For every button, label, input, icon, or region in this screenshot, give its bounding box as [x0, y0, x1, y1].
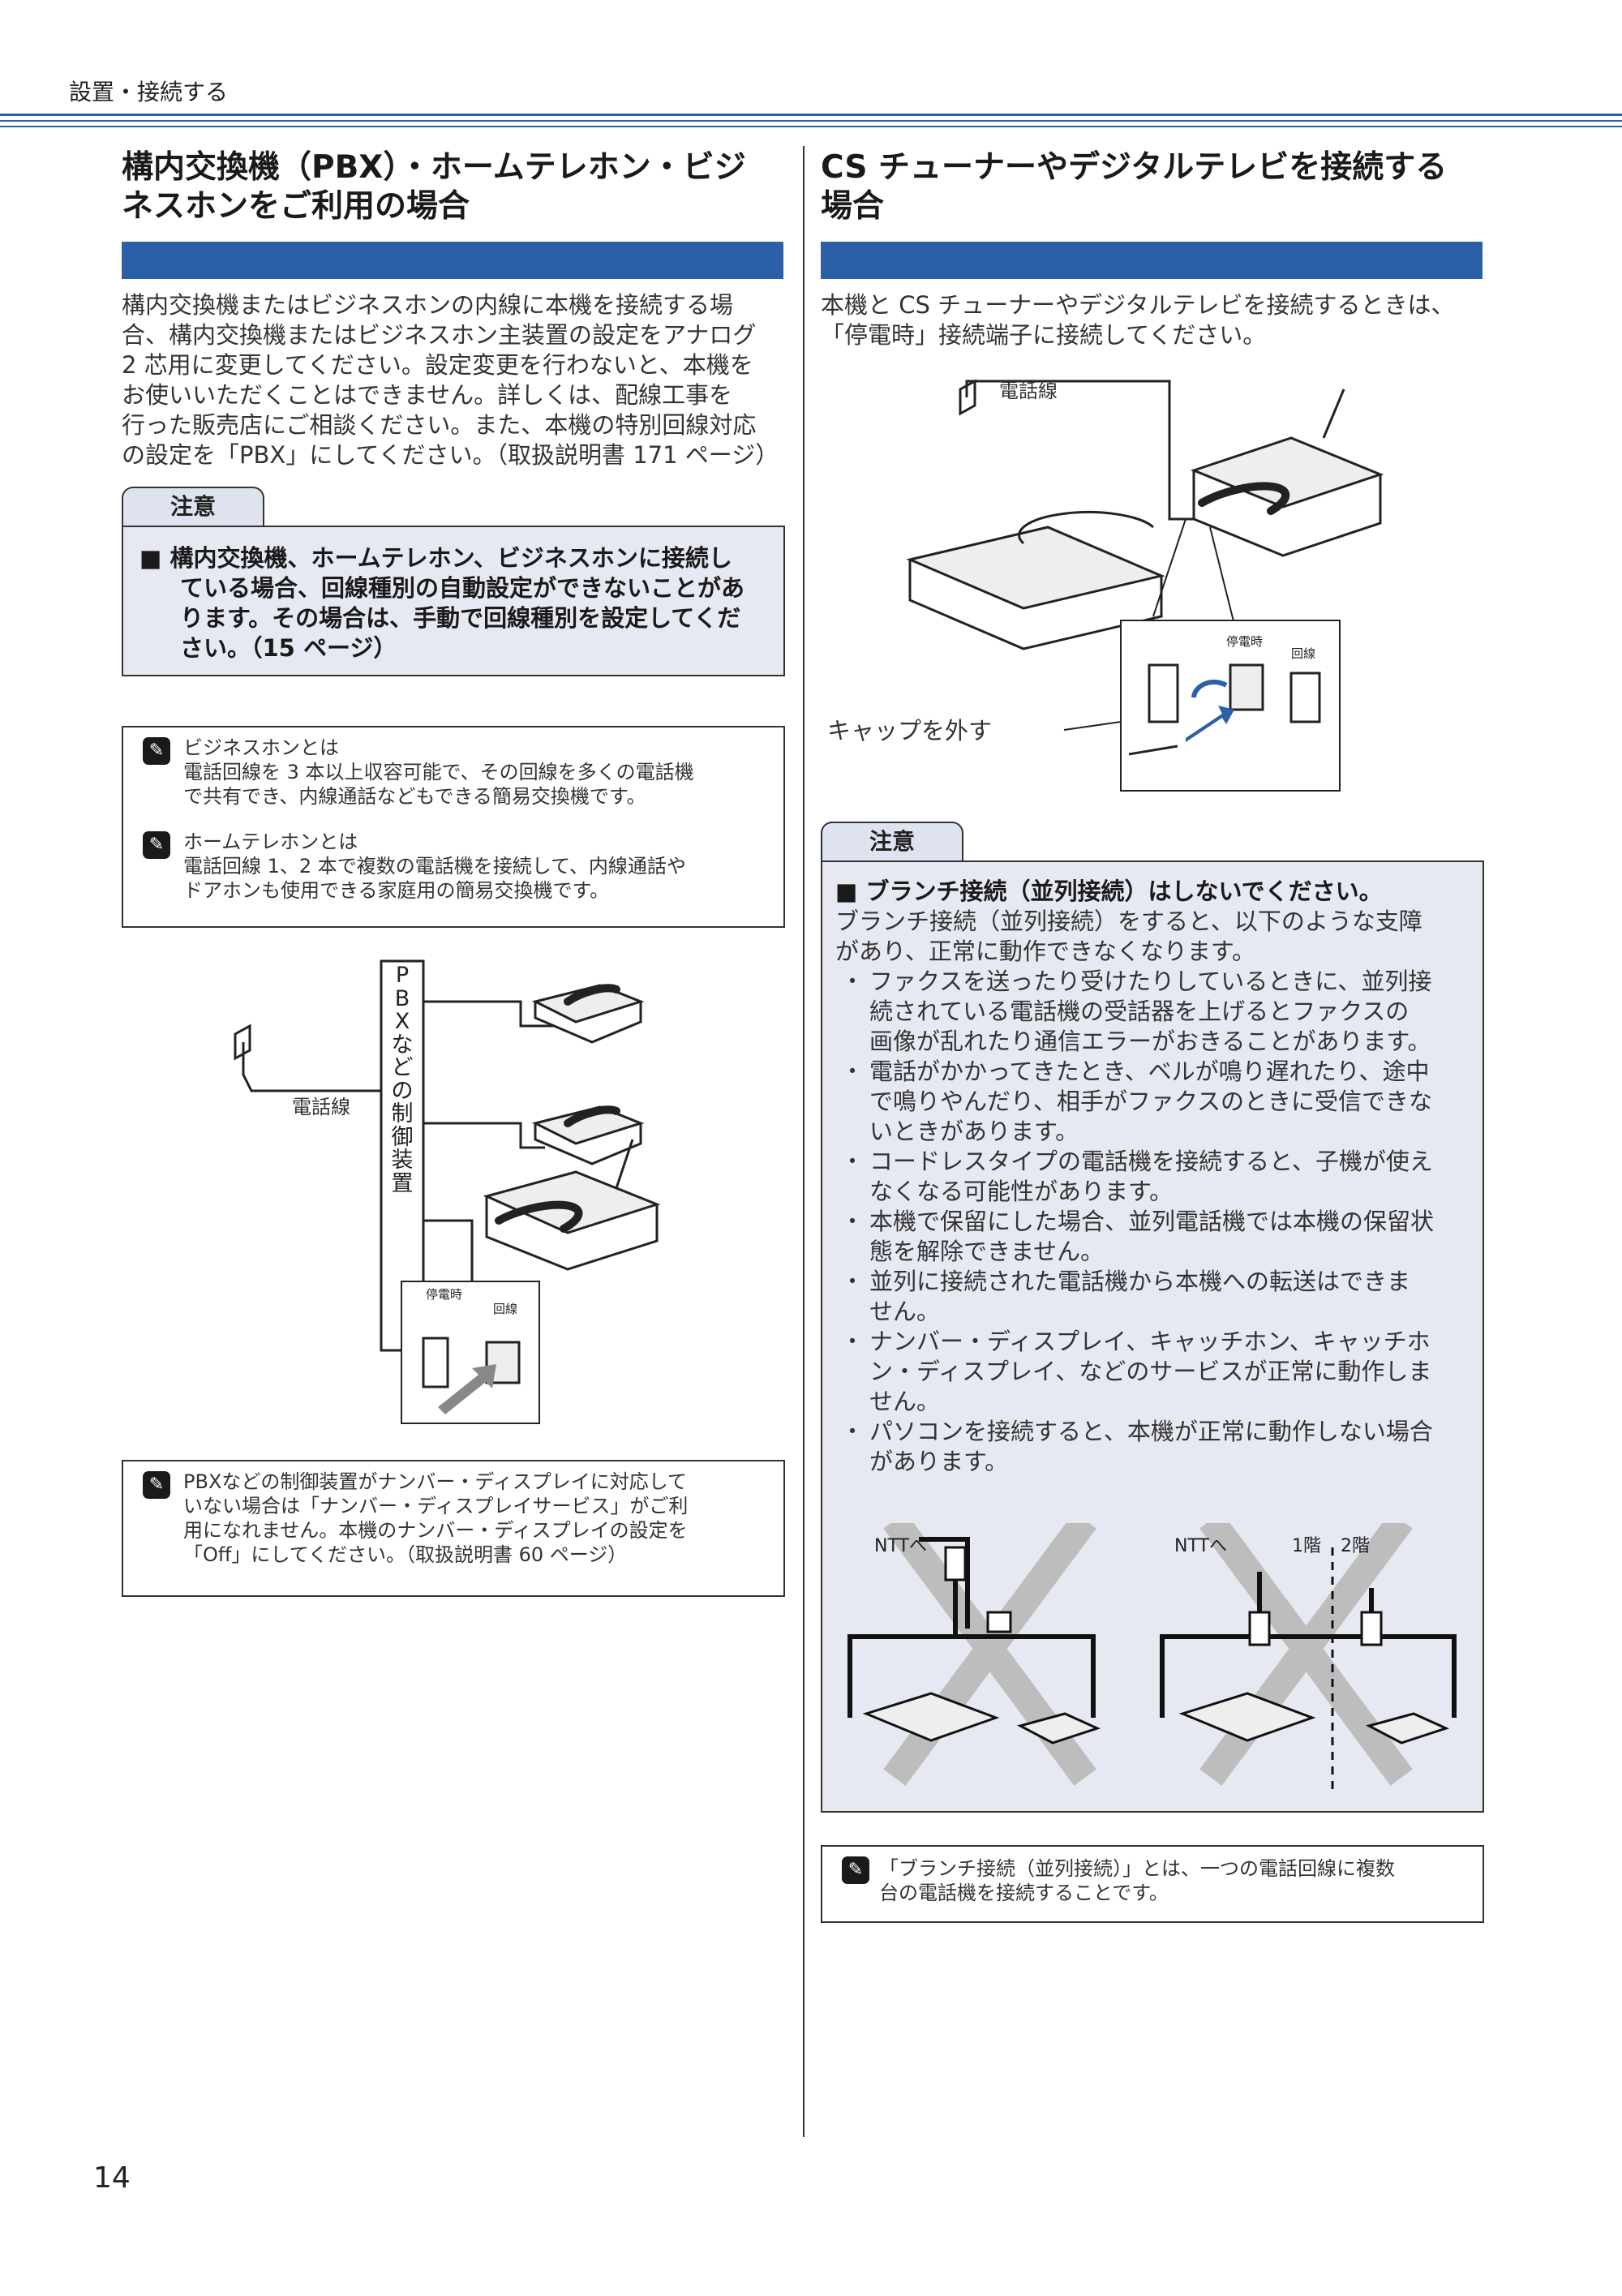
- ntt-label-right: NTTへ: [1174, 1536, 1227, 1556]
- pbx-connection-diagram: P B X な ど の 制 御 装 置 電話線 停電時 回線: [211, 953, 697, 1431]
- ntt-label-left: NTTへ: [874, 1536, 927, 1556]
- header-rule: [0, 114, 1622, 116]
- caution-branch-text: ■ ブランチ接続（並列接続）はしないでください。 ブランチ接続（並列接続）をする…: [835, 877, 1476, 1477]
- caution-tab: 注意: [122, 487, 264, 527]
- memo-box-number-display: ✎ PBXなどの制御装置がナンバー・ディスプレイに対応して いない場合は「ナンバ…: [122, 1460, 785, 1597]
- caution-bullet: ・ ナンバー・ディスプレイ、キャッチホン、キャッチホン・ディスプレイ、などのサー…: [840, 1328, 1432, 1415]
- column-divider: [803, 146, 805, 2137]
- kaisen-label: 回線: [493, 1302, 518, 1316]
- caution-text: ■ 構内交換機、ホームテレホン、ビジネスホンに接続し ている場合、回線種別の自動…: [139, 544, 745, 662]
- teidenji-label: 停電時: [426, 1287, 463, 1302]
- phone-line-label-right: 電話線: [999, 380, 1058, 402]
- teidenji-label-right: 停電時: [1226, 634, 1264, 649]
- caution-box-branch: ■ ブランチ接続（並列接続）はしないでください。 ブランチ接続（並列接続）をする…: [821, 860, 1484, 1813]
- remove-cap-label: キャップを外す: [827, 717, 993, 745]
- memo-item-home-telephone: ホームテレホンとは 電話回線 1、2 本で複数の電話機を接続して、内線通話や ド…: [183, 830, 686, 902]
- section-header: 設置・接続する: [69, 79, 229, 105]
- branch-diagram-illustration: [847, 1512, 1457, 1791]
- left-section-title: 構内交換機（PBX）・ホームテレホン・ビジ ネスホンをご利用の場合: [122, 149, 746, 225]
- caution-bullet: ・ 電話がかかってきたとき、ベルが鳴り遅れたり、途中で鳴りやんだり、相手がファク…: [840, 1058, 1432, 1145]
- caution-bullet: ・ 本機で保留にした場合、並列電話機では本機の保留状態を解除できません。: [840, 1208, 1435, 1265]
- memo-branch-text: 「ブランチ接続（並列接続）」とは、一つの電話回線に複数 台の電話機を接続すること…: [879, 1857, 1395, 1904]
- memo-number-display-text: PBXなどの制御装置がナンバー・ディスプレイに対応して いない場合は「ナンバー・…: [183, 1470, 689, 1566]
- right-title-band: [821, 242, 1483, 279]
- pbx-label: P B X な ど の 制 御 装 置: [391, 963, 414, 1196]
- caution-bullet: ・ ファクスを送ったり受けたりしているときに、並列接続されている電話機の受話器を…: [840, 968, 1432, 1055]
- memo-box-branch: ✎ 「ブランチ接続（並列接続）」とは、一つの電話回線に複数 台の電話機を接続する…: [821, 1845, 1484, 1923]
- header-rule-thin: [0, 120, 1622, 122]
- floor-1-label: 1階: [1292, 1536, 1321, 1556]
- memo-box-definitions: ✎ ビジネスホンとは 電話回線を 3 本以上収容可能で、その回線を多くの電話機 …: [122, 726, 785, 928]
- branch-connection-diagram: NTTへ NTTへ 1階 2階: [834, 1512, 1471, 1799]
- left-body-text: 構内交換機またはビジネスホンの内線に本機を接続する場 合、構内交換機またはビジネ…: [122, 291, 779, 469]
- pbx-diagram-illustration: [234, 959, 661, 1424]
- caution-branch-heading: ■ ブランチ接続（並列接続）はしないでください。: [835, 878, 1383, 905]
- left-title-band: [122, 242, 783, 279]
- memo-pencil-icon: ✎: [143, 737, 170, 765]
- memo-pencil-icon: ✎: [143, 1471, 170, 1499]
- caution-bullet: ・ コードレスタイプの電話機を接続すると、子機が使えなくなる可能性があります。: [840, 1148, 1433, 1205]
- caution-bullet: ・ 並列に接続された電話機から本機への転送はできません。: [840, 1268, 1411, 1325]
- memo-pencil-icon: ✎: [842, 1856, 869, 1884]
- page-number: 14: [93, 2161, 131, 2195]
- cs-tuner-illustration: [906, 379, 1384, 792]
- floor-2-label: 2階: [1341, 1536, 1370, 1556]
- caution-box: ■ 構内交換機、ホームテレホン、ビジネスホンに接続し ている場合、回線種別の自動…: [122, 526, 785, 676]
- cs-tuner-connection-diagram: 電話線 キャップを外す 停電時 回線: [821, 357, 1494, 795]
- header-rule-thin: [0, 126, 1622, 127]
- memo-item-business-phone: ビジネスホンとは 電話回線を 3 本以上収容可能で、その回線を多くの電話機 で共…: [183, 736, 694, 808]
- kaisen-label-right: 回線: [1291, 646, 1316, 661]
- memo-pencil-icon: ✎: [143, 831, 170, 859]
- phone-line-label: 電話線: [292, 1096, 350, 1118]
- right-section-title: CS チューナーやデジタルテレビを接続する 場合: [821, 149, 1448, 225]
- caution-tab-right: 注意: [821, 822, 963, 862]
- caution-bullet: ・ パソコンを接続すると、本機が正常に動作しない場合があります。: [840, 1418, 1433, 1475]
- right-body-text: 本機と CS チューナーやデジタルテレビを接続するときは、 「停電時」接続端子に…: [821, 291, 1455, 349]
